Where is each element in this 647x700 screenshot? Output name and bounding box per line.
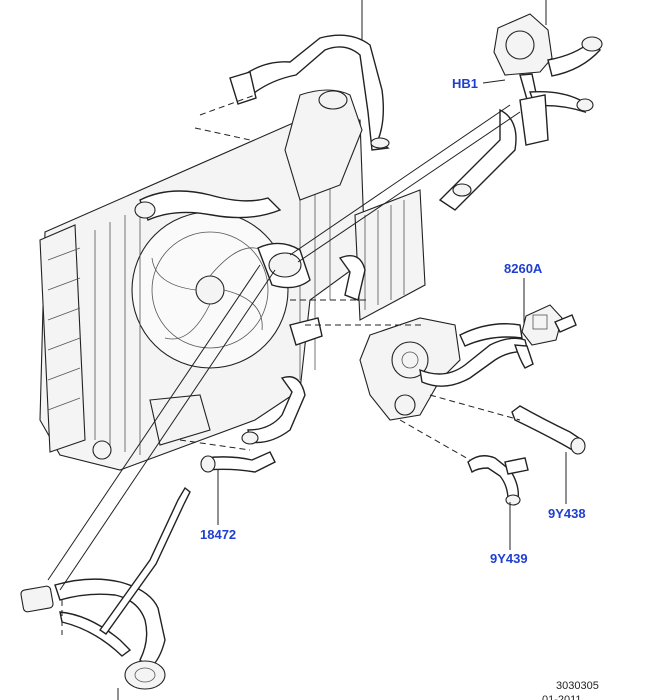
callout-9y439[interactable]: 9Y439 [490, 551, 528, 566]
hose-9y439 [467, 455, 529, 506]
callout-8260a[interactable]: 8260A [504, 261, 543, 276]
radiator-assembly [39, 89, 426, 471]
valve-8260a [514, 304, 577, 369]
hose-18472 [200, 451, 276, 473]
thermostat-housing-assembly [438, 13, 603, 211]
drawing-number: 3030305 [556, 680, 599, 692]
alignment-lines [61, 94, 521, 635]
lower-hose-assembly [20, 486, 191, 690]
pump-valve-cluster [359, 317, 529, 421]
callout-18472[interactable]: 18472 [200, 527, 237, 542]
drawing-date: 01-2011 [542, 694, 582, 700]
callout-hb1[interactable]: HB1 [452, 76, 479, 91]
callout-leaders [217, 79, 567, 550]
callout-9y438[interactable]: 9Y438 [548, 506, 586, 521]
leader-lines [47, 0, 547, 700]
upper-hose-assembly [229, 34, 390, 151]
hose-9y438 [511, 405, 586, 455]
